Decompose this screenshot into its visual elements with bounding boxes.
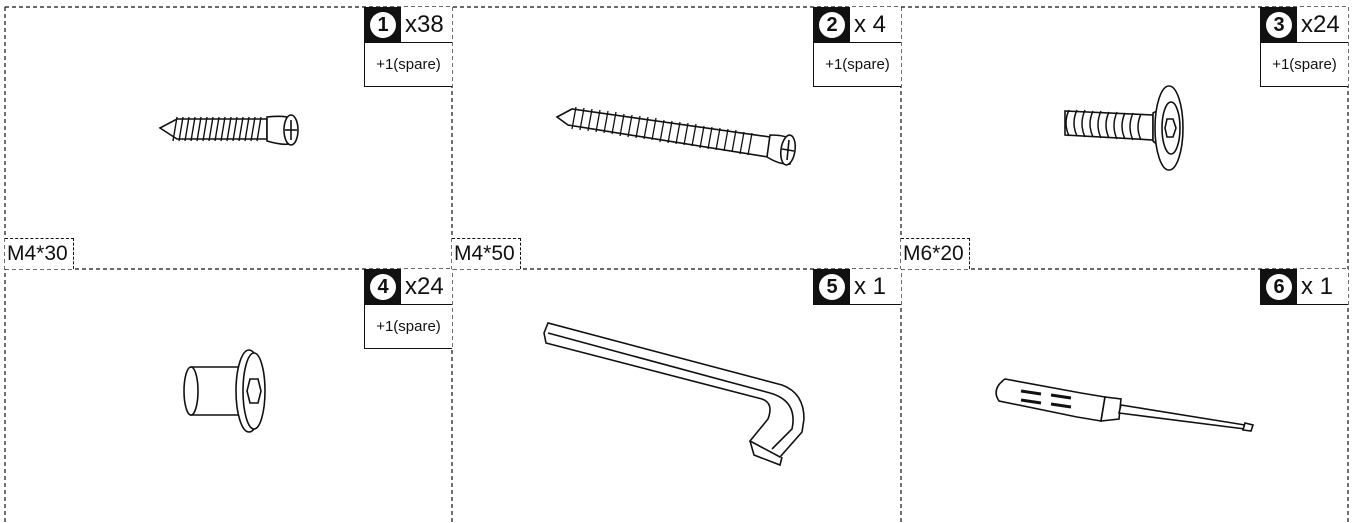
part-number-badge: 6: [1261, 269, 1297, 304]
part-quantity-label: 1 x38: [364, 7, 452, 43]
part-cell-6: 6 x 1: [901, 269, 1348, 523]
part-cell-5: 5 x 1: [452, 269, 901, 523]
spare-note: +1(spare): [1260, 43, 1348, 87]
part-quantity-label: 5 x 1: [813, 269, 901, 305]
screwdriver-icon: [995, 378, 1255, 432]
part-number-badge: 4: [365, 269, 401, 304]
part-number-badge: 3: [1261, 7, 1297, 42]
part-quantity-label: 4 x24: [364, 269, 452, 305]
hex-bolt-icon: [1064, 85, 1184, 171]
countersunk-screw-icon: [158, 114, 299, 146]
allen-key-icon: [543, 322, 805, 467]
part-count: x24: [405, 272, 444, 300]
spare-note: +1(spare): [364, 43, 452, 87]
screw-size-label: M4*50: [452, 238, 521, 269]
part-cell-1: 1 x38 +1(spare) M4*30: [5, 7, 452, 269]
long-screw-icon: [555, 106, 797, 166]
part-count: x 1: [1301, 272, 1334, 300]
barrel-nut-icon: [183, 349, 266, 433]
part-count: x 1: [854, 272, 887, 300]
part-number-badge: 1: [365, 7, 401, 42]
part-number-badge: 2: [814, 7, 850, 42]
part-cell-3: 3 x24 +1(spare) M6*20: [901, 7, 1348, 269]
spare-note: +1(spare): [813, 43, 901, 87]
screw-size-label: M4*30: [5, 238, 74, 269]
part-quantity-label: 6 x 1: [1260, 269, 1348, 305]
part-quantity-label: 2 x 4: [813, 7, 901, 43]
part-cell-4: 4 x24 +1(spare): [5, 269, 452, 523]
part-count: x 4: [854, 10, 887, 38]
part-count: x38: [405, 10, 444, 38]
part-cell-2: 2 x 4 +1(spare): [452, 7, 901, 269]
part-quantity-label: 3 x24: [1260, 7, 1348, 43]
part-count: x24: [1301, 10, 1340, 38]
spare-note: +1(spare): [364, 305, 452, 349]
screw-size-label: M6*20: [901, 238, 970, 269]
part-number-badge: 5: [814, 269, 850, 304]
